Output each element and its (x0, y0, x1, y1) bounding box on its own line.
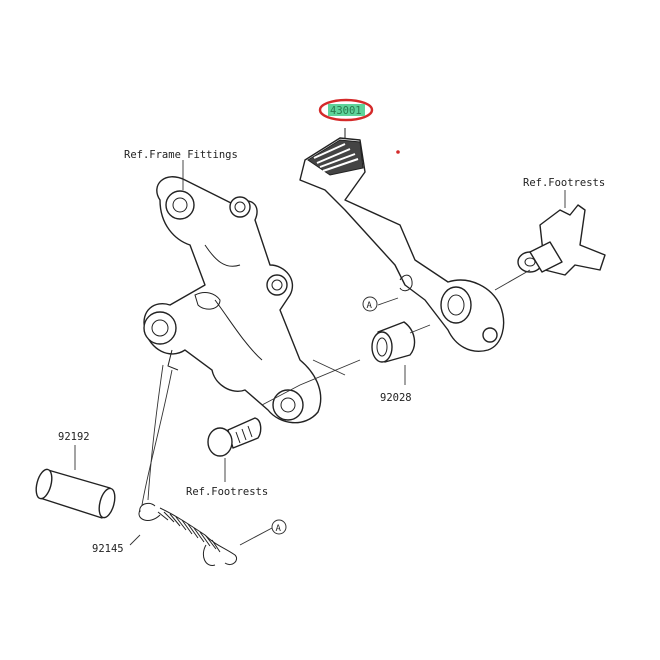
label-ref-frame-fittings: Ref.Frame Fittings (124, 149, 238, 161)
pedal-grip (307, 139, 364, 176)
part-number-43001: 43001 (330, 105, 362, 117)
callout-a-upper: A (362, 296, 378, 312)
leader-lines (74, 160, 566, 546)
label-92192: 92192 (58, 431, 90, 443)
label-92028: 92028 (380, 392, 412, 404)
highlight-label-bg (328, 104, 365, 116)
bolt-ref-footrests (207, 417, 262, 457)
label-ref-footrests-top: Ref.Footrests (523, 177, 605, 189)
footrest-bracket (143, 176, 322, 424)
svg-text:A: A (276, 524, 282, 534)
pedal-43001 (299, 128, 505, 352)
sleeve-92192 (35, 468, 116, 519)
bushing-92028 (371, 321, 416, 363)
highlight-callout-43001[interactable]: 43001 (318, 98, 374, 122)
footrest-mount-pivot (517, 204, 606, 276)
spring-92145 (138, 502, 238, 566)
label-ref-footrests-bottom: Ref.Footrests (186, 486, 268, 498)
label-92145: 92145 (92, 543, 124, 555)
marker-dot (396, 150, 400, 154)
highlight-ellipse (318, 98, 374, 122)
svg-text:A: A (367, 301, 373, 311)
callout-a-lower: A (271, 519, 287, 535)
